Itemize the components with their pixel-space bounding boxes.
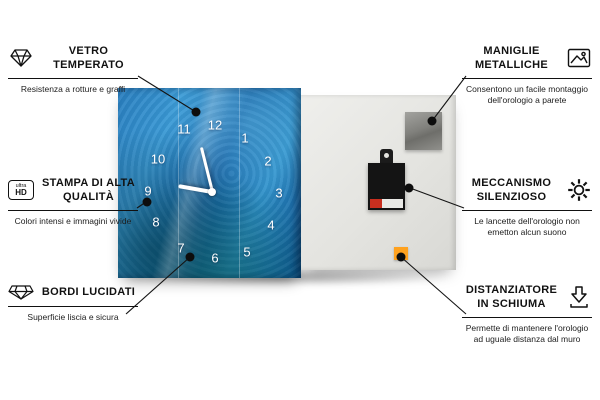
callout-print-quality: ultra HD STAMPA DI ALTA QUALITÀ Colori i… [8, 176, 138, 227]
hanger-hole [384, 153, 389, 158]
callout-silent-mechanism: MECCANISMO SILENZIOSO Le lancette dell'o… [462, 176, 592, 239]
callout-title: VETRO TEMPERATO [53, 45, 124, 72]
clock-number: 5 [243, 244, 251, 260]
callout-polished-edges: BORDI LUCIDATI Superficie liscia e sicur… [8, 283, 138, 323]
ultra-hd-icon-bottom: HD [15, 188, 27, 198]
glass-seam [178, 88, 180, 278]
gear-icon [566, 178, 592, 202]
mechanism-label-white [382, 199, 403, 208]
callout-description: Le lancette dell'orologio non emetton al… [474, 215, 580, 238]
mechanism-label-red [370, 199, 382, 208]
callout-metal-handles: MANIGLIE METALLICHE Consentono un facile… [462, 44, 592, 107]
glass-seam [238, 88, 240, 278]
clock-number: 9 [144, 183, 152, 199]
callout-header: VETRO TEMPERATO [8, 44, 138, 79]
callout-header: DISTANZIATORE IN SCHIUMA [462, 283, 592, 318]
picture-frame-icon [566, 48, 592, 68]
clock-number: 8 [152, 214, 160, 230]
callout-tempered-glass: VETRO TEMPERATO Resistenza a rotture e g… [8, 44, 138, 95]
clock-number: 10 [150, 151, 166, 167]
callout-title: MECCANISMO SILENZIOSO [471, 177, 552, 204]
callout-title: STAMPA DI ALTA QUALITÀ [41, 177, 135, 204]
callout-description: Permette di mantenere l'orologio ad ugua… [465, 322, 589, 345]
clock-front-view: 12 11 1 10 2 9 3 8 4 7 6 5 [118, 88, 301, 278]
clock-number: 6 [211, 250, 219, 266]
arrow-down-spacer-icon [566, 285, 592, 309]
callout-description: Consentono un facile montaggio dell'orol… [466, 83, 588, 106]
callout-foam-spacer: DISTANZIATORE IN SCHIUMA Permette di man… [462, 283, 592, 346]
clock-number: 1 [241, 130, 249, 146]
clock-number: 7 [177, 240, 185, 256]
callout-description: Superficie liscia e sicura [27, 312, 119, 322]
callout-header: MECCANISMO SILENZIOSO [462, 176, 592, 211]
callout-header: BORDI LUCIDATI [8, 283, 138, 307]
polished-edge-icon [8, 283, 34, 301]
callout-description: Resistenza a rotture e graffi [20, 83, 126, 94]
callout-title: MANIGLIE METALLICHE [474, 45, 549, 72]
callout-title: DISTANZIATORE IN SCHIUMA [465, 284, 558, 311]
foam-spacer [394, 247, 408, 260]
clock-number: 2 [264, 153, 272, 169]
clock-hands-hub [208, 188, 216, 196]
metal-hanger-plate [405, 112, 442, 150]
mechanism-label [370, 199, 403, 208]
callout-header: ultra HD STAMPA DI ALTA QUALITÀ [8, 176, 138, 211]
ultra-hd-icon: ultra HD [8, 180, 34, 201]
clock-back-view [301, 95, 456, 270]
clock-number: 11 [177, 121, 191, 137]
callout-title: BORDI LUCIDATI [41, 285, 136, 298]
callout-description: Colori intensi e immagini vivide [14, 215, 132, 226]
hanger-tab [380, 149, 393, 164]
clock-number: 12 [207, 117, 223, 133]
clock-number: 3 [275, 185, 283, 201]
callout-header: MANIGLIE METALLICHE [462, 44, 592, 79]
diamond-icon [8, 48, 34, 68]
clock-mechanism [368, 163, 405, 210]
minute-hand [199, 147, 214, 193]
clock-number: 4 [267, 217, 275, 233]
ultra-hd-icon-top: ultra [15, 182, 27, 189]
